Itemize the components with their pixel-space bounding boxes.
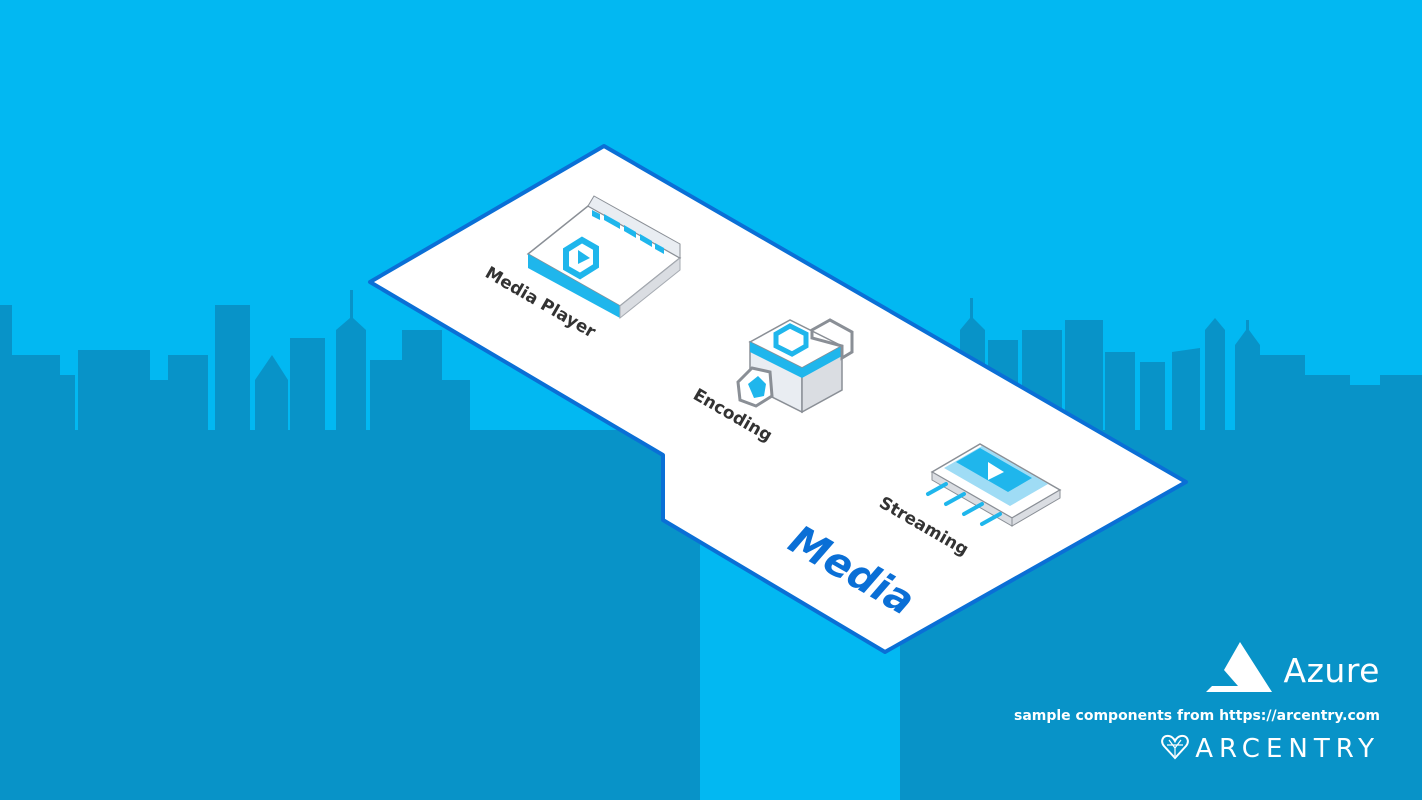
arcentry-name: ARCENTRY: [1195, 734, 1380, 764]
streaming-icon[interactable]: [926, 443, 1062, 527]
media-player-icon[interactable]: [526, 195, 682, 320]
azure-product-name: Azure: [1283, 650, 1380, 690]
encoding-icon[interactable]: [736, 318, 854, 414]
azure-logo-icon: [1205, 640, 1274, 700]
credit-text: sample components from https://arcentry.…: [1013, 708, 1380, 724]
arcentry-brand: ARCENTRY: [960, 734, 1380, 764]
azure-brand: Azure: [960, 640, 1380, 700]
arcentry-heart-icon: [1161, 734, 1189, 764]
city-skyline: [0, 290, 1422, 800]
branding: Azure sample components from https://arc…: [960, 640, 1380, 764]
